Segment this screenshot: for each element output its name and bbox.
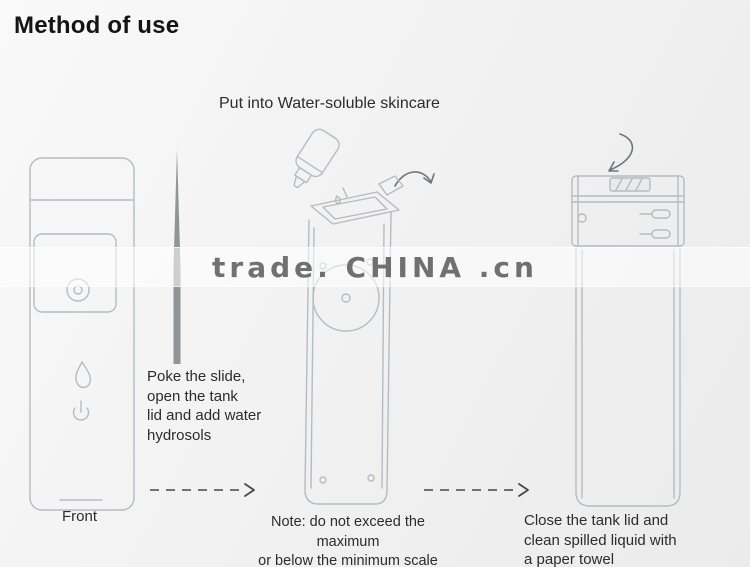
caption-poke-slide: Poke the slide, open the tank lid and ad… xyxy=(147,368,262,444)
skincare-bottle-icon xyxy=(293,128,340,189)
device-front-view xyxy=(29,157,135,511)
water-drop-icon xyxy=(75,361,92,389)
device-cap-outline xyxy=(571,175,685,247)
open-tank-rim xyxy=(310,175,404,225)
watermark-band: trade. CHINA .cn xyxy=(0,247,750,287)
front-label: Front xyxy=(62,508,98,525)
dashed-right-arrow-icon xyxy=(150,483,255,497)
curved-arrow-open-lid-icon xyxy=(394,171,435,187)
power-icon xyxy=(72,400,90,421)
page-title: Method of use xyxy=(14,12,180,39)
device-body-outline xyxy=(304,211,392,505)
caption-put-into-skincare: Put into Water-soluble skincare xyxy=(219,95,440,112)
device-front-outline xyxy=(29,157,135,511)
device-open-tank-view xyxy=(293,128,435,505)
caption-note-scale: Note: do not exceed the maximum or below… xyxy=(258,514,438,567)
watermark-text: trade. CHINA .cn xyxy=(212,250,538,284)
device-body-outline xyxy=(575,245,681,507)
caption-close-lid: Close the tank lid and clean spilled liq… xyxy=(524,512,677,567)
curved-arrow-close-lid-icon xyxy=(608,133,634,172)
dashed-right-arrow-icon xyxy=(424,483,529,497)
max-level-mark-icon xyxy=(639,209,671,219)
device-closed-view xyxy=(571,133,685,507)
min-level-mark-icon xyxy=(639,229,671,239)
